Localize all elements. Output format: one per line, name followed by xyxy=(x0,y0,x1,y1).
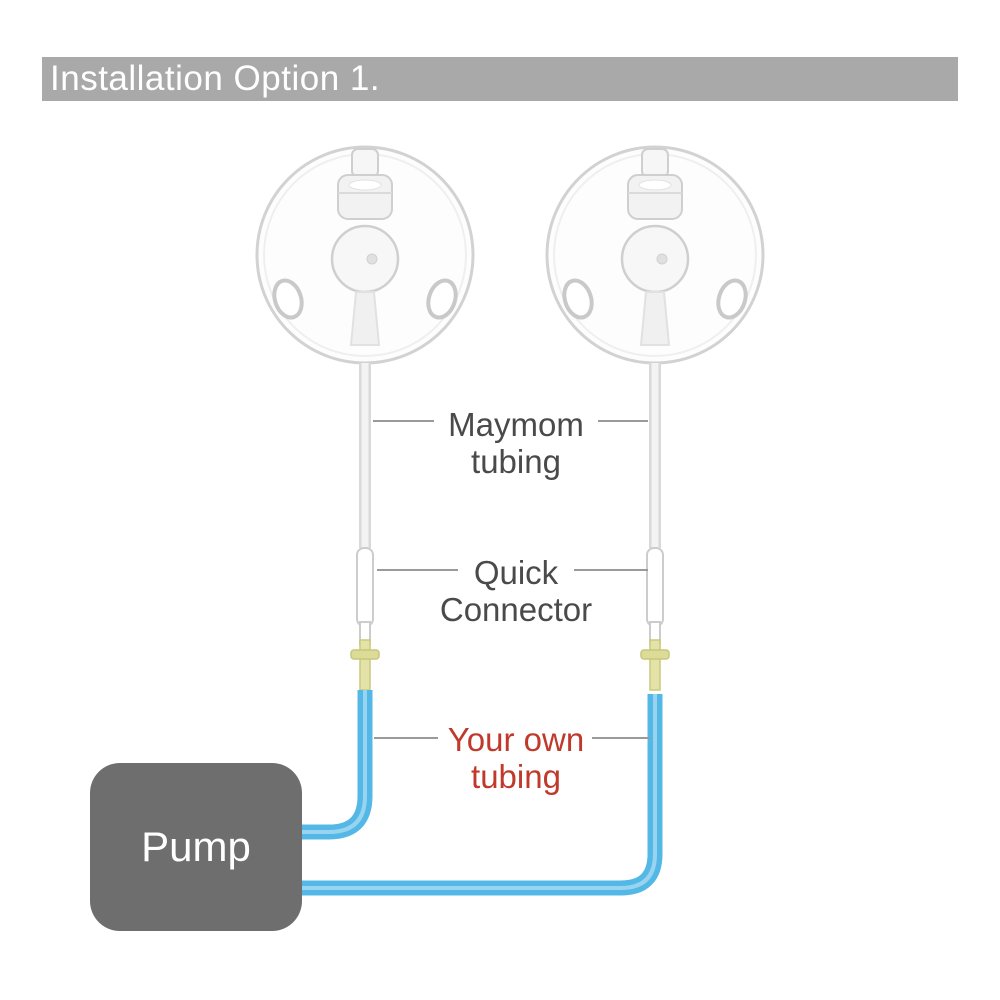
backflow-protector-left xyxy=(255,145,475,365)
callout-your-own-tubing: Your own tubing xyxy=(386,721,646,795)
callout-own-line1: Your own xyxy=(447,721,585,758)
pump-label: Pump xyxy=(141,823,251,870)
callout-quick-line2: Connector xyxy=(439,591,593,628)
title-banner: Installation Option 1. xyxy=(42,57,958,101)
callout-maymom-line2: tubing xyxy=(471,443,561,480)
page-title: Installation Option 1. xyxy=(50,59,381,98)
pump-box: Pump xyxy=(90,763,302,931)
callout-quick-line1: Quick xyxy=(473,554,559,591)
leader-lines xyxy=(373,420,650,739)
quick-connector-left xyxy=(350,547,380,691)
own-tubing-right xyxy=(300,694,663,896)
callout-maymom-tubing: Maymom tubing xyxy=(386,406,646,480)
callout-own-line2: tubing xyxy=(471,758,561,795)
callout-maymom-line1: Maymom xyxy=(448,406,584,443)
own-tubing-left xyxy=(300,690,373,840)
callout-quick-connector: Quick Connector xyxy=(386,554,646,628)
backflow-protector-right xyxy=(545,145,765,365)
